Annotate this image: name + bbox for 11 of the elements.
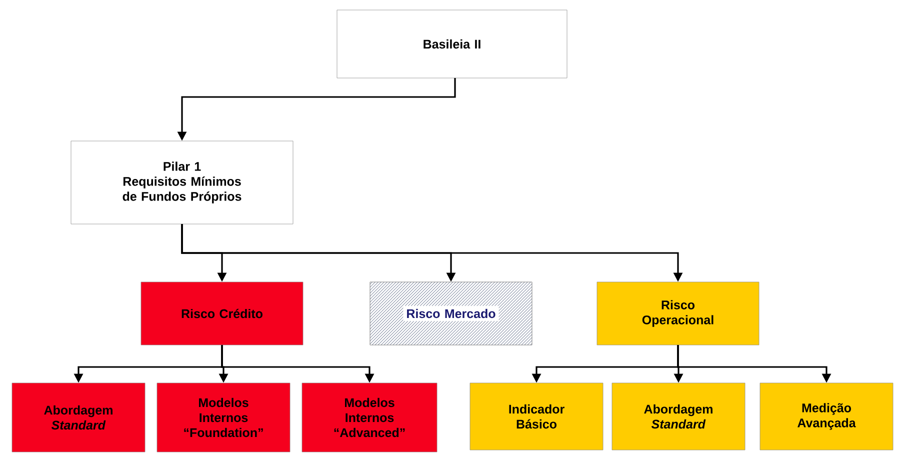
process-box: Modelos Internos “Foundation” — [156, 382, 290, 452]
process-box: Pilar 1 Requisitos Mínimos de Fundos Próprios — [70, 140, 294, 224]
process-box: Abordagem Standard — [612, 382, 746, 450]
process-box: Risco Crédito — [140, 282, 304, 346]
process-box: Modelos Internos “Advanced” — [302, 382, 438, 452]
process-box: Risco Operacional — [596, 282, 760, 346]
process-box: Indicador Básico — [470, 382, 604, 450]
process-box: Abordagem Standard — [12, 382, 146, 452]
process-box: Medição Avançada — [760, 382, 894, 450]
process-box: Basileia II — [336, 10, 568, 78]
hatched-box: Risco Mercado — [370, 282, 532, 346]
